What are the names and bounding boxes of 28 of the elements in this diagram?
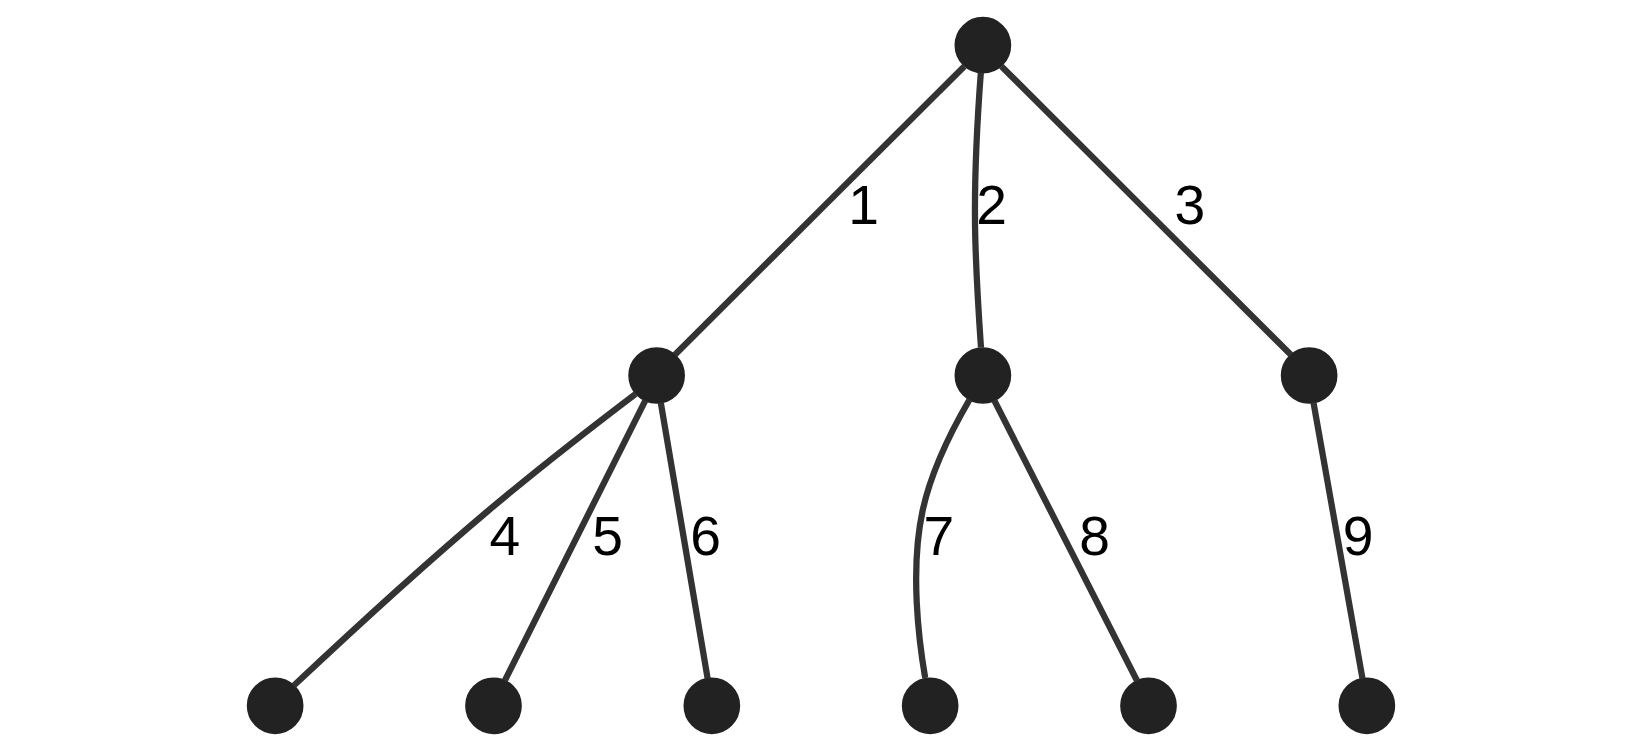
edge-label: 7 <box>923 504 955 567</box>
edge-label: 2 <box>976 174 1008 237</box>
connector <box>657 401 711 680</box>
node-circle <box>1338 677 1396 735</box>
node-circle <box>901 677 959 735</box>
node-circle <box>628 347 685 404</box>
edge-label: 6 <box>690 504 721 567</box>
node-circle <box>465 677 522 735</box>
node-circle <box>1120 677 1177 735</box>
node-circle <box>954 347 1012 404</box>
connector <box>291 391 638 689</box>
edge-label: 8 <box>1079 504 1110 567</box>
node-circle <box>1280 347 1338 404</box>
connector <box>672 63 967 357</box>
edge-label: 4 <box>489 504 521 567</box>
edge-label: 5 <box>592 504 624 567</box>
node-circle <box>683 677 741 735</box>
edge-label: 3 <box>1174 174 1206 237</box>
connector <box>971 72 985 348</box>
connector <box>1310 401 1366 680</box>
connector <box>991 398 1140 683</box>
edge-label: 1 <box>848 174 880 237</box>
edge-label: 9 <box>1342 504 1374 567</box>
connector <box>913 397 973 679</box>
connector <box>501 398 649 683</box>
connector <box>999 63 1294 357</box>
node-circle <box>954 16 1012 74</box>
node-circle <box>246 677 304 735</box>
